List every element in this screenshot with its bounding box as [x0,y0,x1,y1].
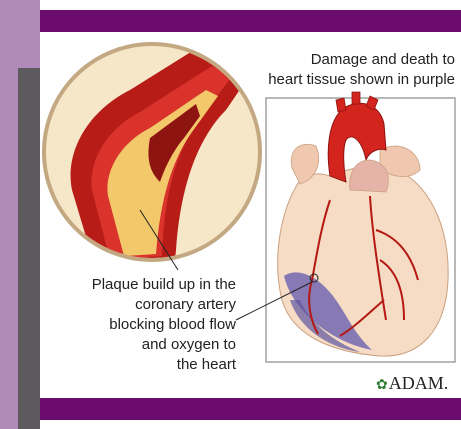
aortic-branch-2 [352,92,360,104]
heart-body [278,166,448,356]
plaque-label: Plaque build up in the coronary artery b… [56,275,236,375]
adam-logo: ✿ADAM. [376,373,448,394]
leaf-icon: ✿ [376,378,388,393]
damage-label: Damage and death to heart tissue shown i… [250,50,455,90]
logo-text: ADAM. [389,373,449,393]
aortic-branch-1 [336,98,346,112]
artery-magnification [44,40,260,270]
